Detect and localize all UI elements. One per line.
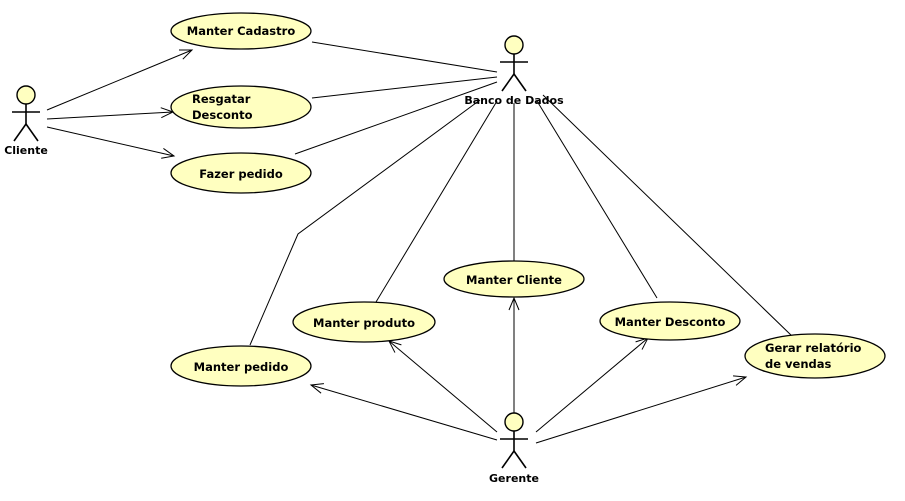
use-case-label: Fazer pedido: [199, 167, 283, 181]
assoc-manter-produto-banco: [375, 100, 498, 303]
use-case-ellipse: [170, 345, 312, 387]
use-case-manter-cliente[interactable]: Manter Cliente: [443, 260, 585, 298]
use-case-ellipse: [443, 260, 585, 298]
actor-banco-de-dados[interactable]: Banco de Dados: [464, 35, 564, 107]
use-case-label-line2: Desconto: [192, 108, 253, 122]
actor-cliente[interactable]: Cliente: [4, 85, 48, 157]
use-case-label: Manter Desconto: [615, 315, 726, 329]
association-lines: [46, 41, 794, 444]
assoc-cliente-fazer-pedido: [46, 126, 176, 159]
use-case-resgatar-desconto[interactable]: Resgatar Desconto: [170, 85, 312, 129]
use-case-fazer-pedido[interactable]: Fazer pedido: [170, 152, 312, 194]
use-case-label-line1: Gerar relatório: [765, 341, 862, 355]
use-case-label-line2: de vendas: [765, 357, 832, 371]
assoc-manter-desconto-banco: [536, 100, 658, 299]
use-case-label: Manter pedido: [194, 360, 289, 374]
assoc-fazer-pedido-banco: [294, 81, 498, 155]
actor-label: Banco de Dados: [464, 94, 564, 107]
stick-figure-icon: [500, 412, 528, 469]
use-case-ellipse: [599, 301, 741, 341]
assoc-manter-pedido-banco: [249, 99, 481, 346]
assoc-cliente-manter-cadastro: [46, 49, 194, 111]
use-case-label-line1: Resgatar: [192, 92, 251, 106]
actor-label: Gerente: [489, 472, 539, 485]
assoc-gerente-manter-produto: [388, 340, 498, 433]
assoc-gerente-manter-pedido: [309, 383, 498, 441]
assoc-gerente-manter-desconto: [535, 337, 649, 433]
use-case-ellipse: [170, 152, 312, 194]
actor-gerente[interactable]: Gerente: [489, 412, 539, 485]
use-case-label: Manter Cadastro: [187, 24, 296, 38]
use-case-label: Manter produto: [313, 316, 415, 330]
assoc-gerar-relatorio-banco: [542, 94, 794, 338]
use-case-ellipse: [744, 333, 886, 379]
use-case-manter-pedido[interactable]: Manter pedido: [170, 345, 312, 387]
assoc-gerente-gerar-relatorio: [535, 375, 748, 444]
use-case-gerar-relatorio-de-vendas[interactable]: Gerar relatório de vendas: [744, 333, 886, 379]
use-case-ellipse: [292, 301, 436, 343]
actor-label: Cliente: [4, 144, 48, 157]
stick-figure-icon: [500, 35, 528, 92]
stick-figure-icon: [12, 85, 40, 142]
assoc-manter-cadastro-banco: [311, 41, 498, 73]
use-case-ellipse: [170, 85, 312, 129]
assoc-resgatar-desconto-banco: [311, 76, 498, 99]
use-case-manter-cadastro[interactable]: Manter Cadastro: [170, 12, 312, 50]
use-case-manter-desconto[interactable]: Manter Desconto: [599, 301, 741, 341]
use-case-ellipse: [170, 12, 312, 50]
use-case-manter-produto[interactable]: Manter produto: [292, 301, 436, 343]
use-case-label: Manter Cliente: [466, 273, 562, 287]
assoc-cliente-resgatar-desconto: [46, 107, 175, 120]
